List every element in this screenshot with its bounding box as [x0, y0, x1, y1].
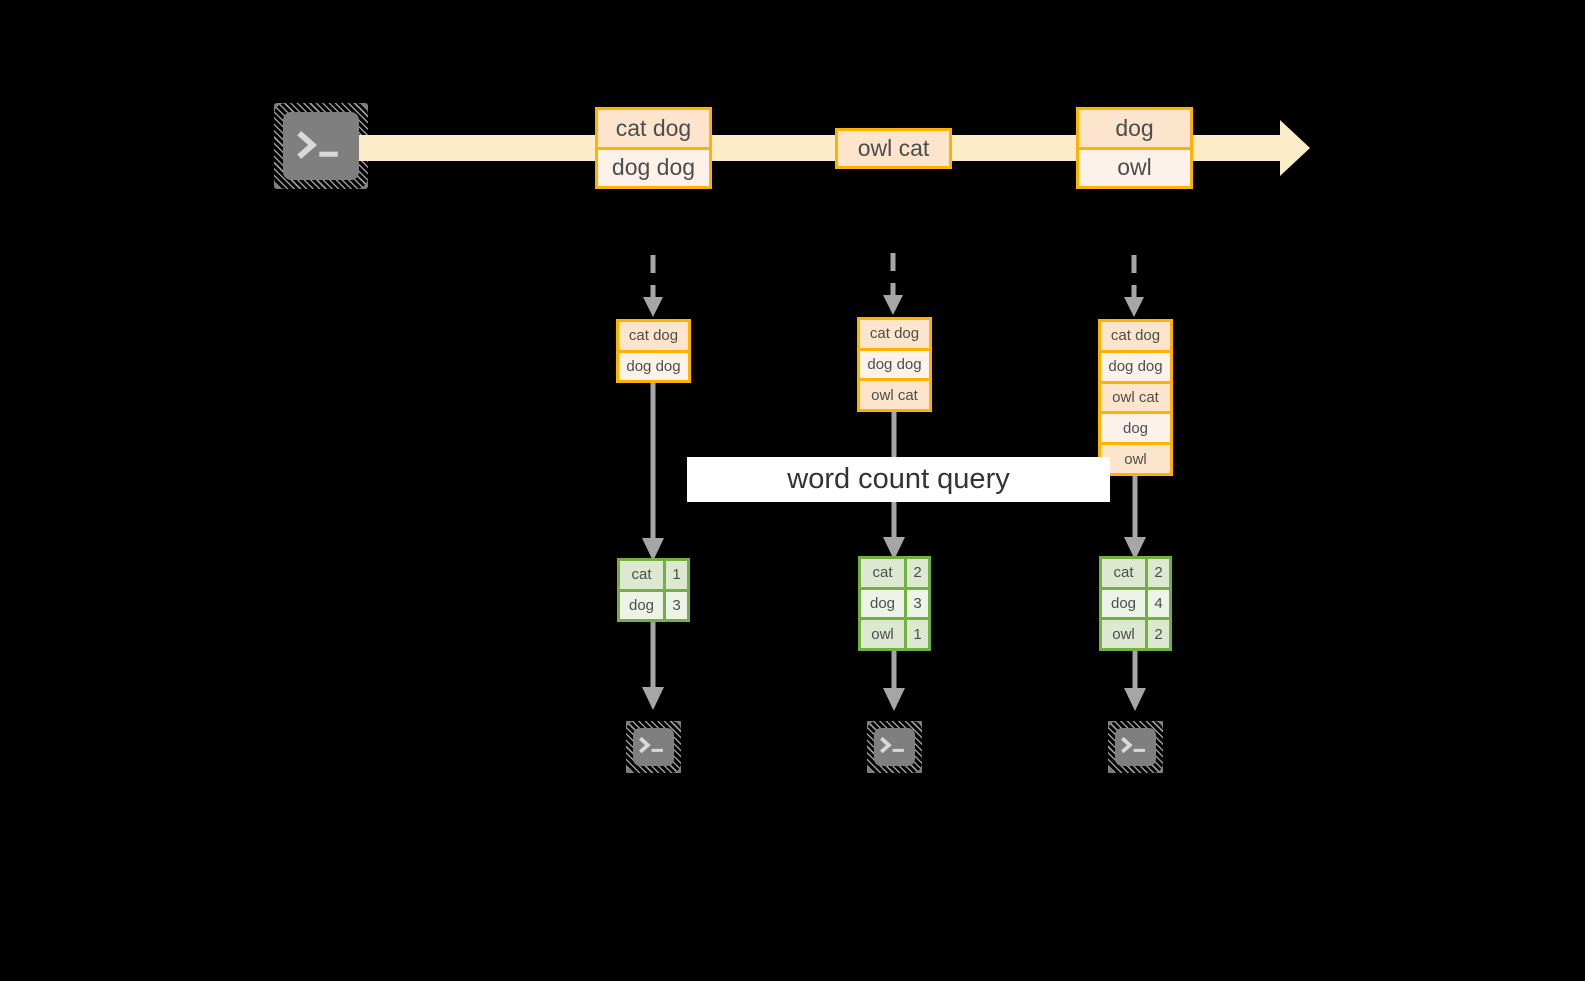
query-label-band: word count query	[687, 457, 1110, 502]
result-word-cell: cat	[620, 561, 663, 589]
snapshot-3-sink-arrow-icon	[1124, 651, 1146, 711]
result-row: dog 4	[1102, 586, 1169, 618]
terminal-prompt-glyph-icon	[297, 131, 338, 159]
result-row: cat 2	[1102, 559, 1169, 587]
stream-record-group-2[interactable]: owl cat	[835, 128, 952, 169]
result-count-cell: 1	[663, 561, 687, 589]
snapshot-input-row: owl cat	[1101, 380, 1170, 412]
result-word-cell: cat	[1102, 559, 1145, 587]
result-word-cell: cat	[861, 559, 904, 587]
stream-record-row: dog dog	[598, 146, 709, 186]
result-word-cell: owl	[1102, 620, 1145, 649]
snapshot-input-row: dog	[1101, 411, 1170, 443]
terminal-prompt-glyph-icon	[880, 736, 904, 754]
terminal-body	[633, 728, 674, 766]
snapshot-1-sink-arrow-icon	[642, 622, 664, 710]
stream-record-row: dog	[1079, 110, 1190, 147]
snapshot-input-row: cat dog	[860, 320, 929, 348]
snapshot-3-query-arrow-icon	[1124, 476, 1146, 560]
result-count-cell: 2	[1145, 620, 1169, 649]
snapshot-input-row: dog dog	[1101, 349, 1170, 381]
snapshot-3-result-table[interactable]: cat 2 dog 4 owl 2	[1099, 556, 1172, 651]
result-count-cell: 3	[904, 589, 928, 618]
result-row: owl 1	[861, 617, 928, 649]
snapshot-input-row: owl cat	[860, 378, 929, 410]
result-count-cell: 3	[663, 591, 687, 619]
snapshot-1-query-arrow-icon	[642, 383, 664, 561]
result-word-cell: dog	[620, 591, 663, 619]
snapshot-3-sink-terminal-icon[interactable]	[1099, 712, 1172, 782]
snapshot-2-sink-arrow-icon	[883, 651, 905, 711]
stream-record-row: owl	[1079, 146, 1190, 186]
snapshot-input-row: cat dog	[619, 322, 688, 350]
result-row: dog 3	[620, 588, 687, 619]
stream-record-row: cat dog	[598, 110, 709, 147]
result-count-cell: 4	[1145, 589, 1169, 618]
stream-arrow-head-icon	[1252, 120, 1310, 176]
result-word-cell: dog	[861, 589, 904, 618]
terminal-body	[1115, 728, 1156, 766]
snapshot-input-row: dog dog	[619, 349, 688, 380]
snapshot-2-sink-terminal-icon[interactable]	[858, 712, 931, 782]
snapshot-2-result-table[interactable]: cat 2 dog 3 owl 1	[858, 556, 931, 651]
source-terminal-icon[interactable]	[265, 94, 377, 198]
snapshot-input-row: owl	[1101, 442, 1170, 473]
result-row: cat 1	[620, 561, 687, 589]
snapshot-input-row: dog dog	[860, 347, 929, 379]
stream-record-group-1[interactable]: cat dog dog dog	[595, 107, 712, 189]
terminal-body	[283, 112, 359, 180]
stream-record-group-3[interactable]: dog owl	[1076, 107, 1193, 189]
stream-record-row: owl cat	[838, 131, 949, 166]
snapshot-1-result-table[interactable]: cat 1 dog 3	[617, 558, 690, 622]
result-row: dog 3	[861, 586, 928, 618]
terminal-prompt-glyph-icon	[639, 736, 663, 754]
snapshot-3-input-records[interactable]: cat dog dog dog owl cat dog owl	[1098, 319, 1173, 476]
result-word-cell: owl	[861, 620, 904, 649]
terminal-prompt-glyph-icon	[1121, 736, 1145, 754]
stream-tap-arrow-3-icon	[1124, 255, 1144, 317]
result-row: cat 2	[861, 559, 928, 587]
stream-band-segment-3	[1180, 135, 1260, 161]
stream-tap-arrow-2-icon	[883, 253, 903, 315]
stream-tap-arrow-1-icon	[643, 255, 663, 317]
result-count-cell: 2	[1145, 559, 1169, 587]
result-count-cell: 1	[904, 620, 928, 649]
result-word-cell: dog	[1102, 589, 1145, 618]
result-count-cell: 2	[904, 559, 928, 587]
result-row: owl 2	[1102, 617, 1169, 649]
terminal-body	[874, 728, 915, 766]
snapshot-1-input-records[interactable]: cat dog dog dog	[616, 319, 691, 383]
snapshot-input-row: cat dog	[1101, 322, 1170, 350]
snapshot-1-sink-terminal-icon[interactable]	[617, 712, 690, 782]
snapshot-2-input-records[interactable]: cat dog dog dog owl cat	[857, 317, 932, 412]
